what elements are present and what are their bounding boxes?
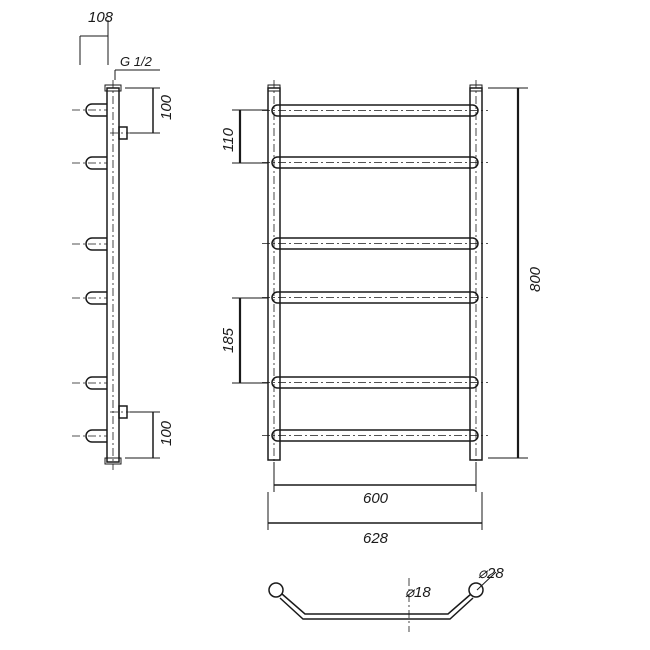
front-rail — [262, 429, 488, 442]
top-post-left — [268, 582, 284, 598]
top-rail-inner — [279, 597, 474, 620]
front-height-label: 800 — [527, 266, 544, 292]
front-gap-mid-label: 185 — [220, 327, 237, 353]
top-rail-outer — [281, 593, 472, 615]
side-rail — [72, 237, 107, 251]
post-diameter-leader — [476, 571, 497, 591]
top-post-right — [468, 582, 484, 598]
front-rail — [262, 237, 488, 250]
post-diameter-label: ⌀28 — [478, 565, 504, 582]
side-rail — [72, 103, 107, 117]
side-top-offset-label: 100 — [158, 94, 175, 120]
side-depth-label: 108 — [88, 9, 114, 26]
front-gap-top-label: 110 — [220, 127, 237, 152]
front-rail — [262, 104, 488, 117]
side-rail — [72, 156, 107, 170]
front-rails — [262, 104, 488, 442]
front-rail — [262, 376, 488, 389]
front-outer-width-label: 628 — [363, 530, 389, 547]
side-rail — [72, 429, 107, 443]
front-rail — [262, 156, 488, 169]
rail-diameter-label: ⌀18 — [405, 584, 431, 601]
front-rail — [262, 291, 488, 304]
front-inner-width-label: 600 — [363, 490, 389, 507]
side-rail — [72, 376, 107, 390]
front-view: 110 185 800 600 628 — [220, 80, 544, 547]
side-bottom-offset-label: 100 — [158, 420, 175, 446]
top-view: ⌀28 ⌀18 — [268, 565, 504, 632]
side-rails — [72, 103, 107, 443]
thread-label: G 1/2 — [120, 54, 153, 69]
side-view: 108 G 1/2 — [72, 9, 175, 470]
side-rail — [72, 291, 107, 305]
